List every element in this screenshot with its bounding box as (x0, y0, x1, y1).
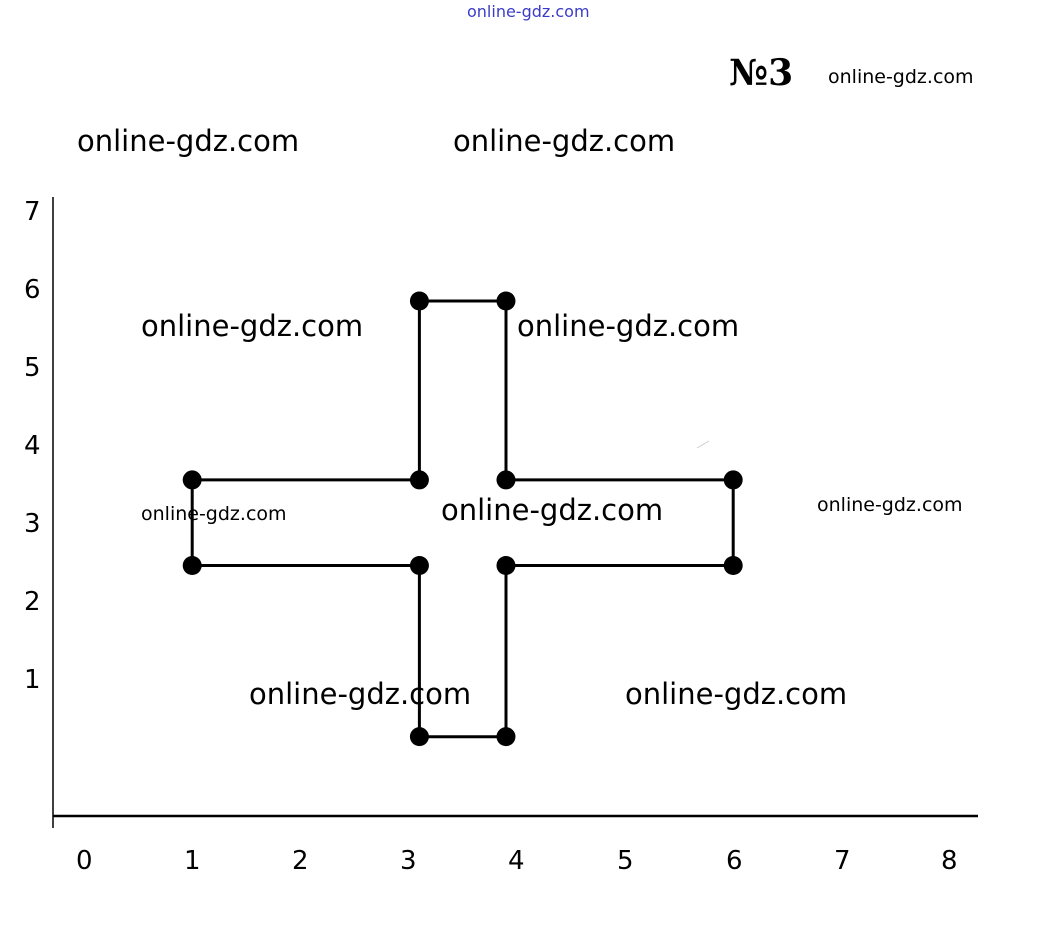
x-tick-label: 8 (941, 846, 958, 876)
x-tick-label: 0 (76, 846, 93, 876)
x-tick-label: 1 (184, 846, 201, 876)
vertex-point (409, 470, 429, 490)
watermark: online-gdz.com (141, 309, 364, 343)
x-tick-label: 2 (292, 846, 309, 876)
vertex-point (182, 470, 202, 490)
x-tick-label: 7 (834, 846, 851, 876)
vertex-point (496, 556, 516, 575)
vertex-point (409, 291, 429, 311)
watermark: online-gdz.com (625, 677, 848, 711)
y-tick-label: 6 (24, 275, 41, 305)
watermark: online-gdz.com (249, 677, 472, 711)
watermark: online-gdz.com (817, 494, 963, 516)
cross-vertices (182, 291, 743, 747)
x-tick-label: 6 (726, 846, 743, 876)
x-tick-label: 5 (617, 846, 634, 876)
cross-figure-outline (190, 299, 735, 739)
watermark: online-gdz.com (441, 493, 664, 527)
site-watermark-top: online-gdz.com (467, 2, 590, 21)
vertex-point (723, 556, 743, 575)
y-tick-label: 7 (24, 197, 41, 227)
vertex-point (723, 470, 743, 490)
x-tick-label: 4 (508, 846, 525, 876)
problem-number: №3 (729, 52, 794, 94)
watermark: online-gdz.com (141, 503, 287, 525)
watermark: online-gdz.com (77, 124, 300, 158)
y-tick-label: 3 (24, 509, 41, 539)
vertex-point (182, 556, 202, 575)
y-tick-label: 4 (24, 431, 41, 461)
y-tick-label: 1 (24, 665, 41, 695)
x-tick-label: 3 (400, 846, 417, 876)
stray-mark (696, 440, 710, 449)
vertex-point (496, 291, 516, 311)
vertex-point (496, 470, 516, 490)
y-tick-label: 2 (24, 587, 41, 617)
y-tick-label: 5 (24, 353, 41, 383)
watermark: online-gdz.com (517, 309, 740, 343)
watermark: online-gdz.com (453, 124, 676, 158)
vertex-point (409, 556, 429, 575)
vertex-point (409, 727, 429, 747)
watermark-header: online-gdz.com (828, 66, 974, 88)
vertex-point (496, 727, 516, 747)
